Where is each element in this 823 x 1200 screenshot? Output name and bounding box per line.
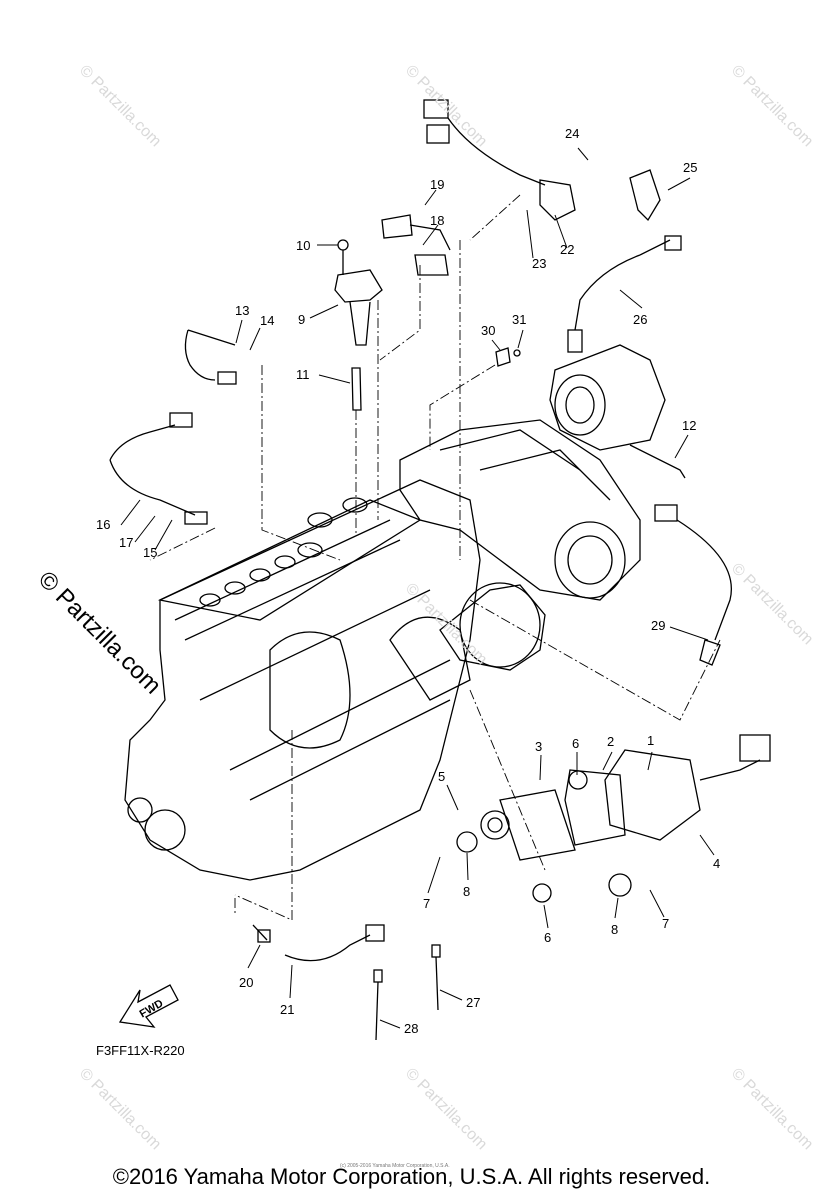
callout-28: 28	[404, 1021, 419, 1036]
callout-18: 18	[430, 213, 445, 228]
diagram-code: F3FF11X-R220	[96, 1043, 185, 1058]
ignition-coil	[334, 269, 383, 303]
fwd-arrow	[118, 984, 179, 1028]
callout-6b: 6	[544, 930, 552, 945]
callout-13: 13	[235, 303, 250, 318]
ecu-bracket	[499, 789, 576, 861]
callout-16: 16	[96, 517, 111, 532]
engine-block	[124, 479, 481, 881]
throttle-body	[549, 344, 666, 451]
callout-29: 29	[651, 618, 666, 633]
callout-4: 4	[713, 856, 721, 871]
spark-plug	[351, 367, 362, 411]
intake-tube	[439, 584, 546, 671]
callout-25: 25	[683, 160, 698, 175]
callout-14: 14	[260, 313, 275, 328]
callout-30: 30	[481, 323, 496, 338]
callout-21: 21	[280, 1002, 295, 1017]
callout-3: 3	[535, 739, 543, 754]
callout-20: 20	[239, 975, 254, 990]
callout-31: 31	[512, 312, 527, 327]
callout-10: 10	[296, 238, 311, 253]
callout-27: 27	[466, 995, 481, 1010]
callout-6: 6	[572, 736, 580, 751]
callout-2: 2	[607, 734, 615, 749]
callout-5: 5	[438, 769, 446, 784]
callout-19: 19	[430, 177, 445, 192]
temp-probe	[629, 444, 686, 479]
callout-26: 26	[633, 312, 648, 327]
callout-17: 17	[119, 535, 134, 550]
ecu-module	[604, 749, 701, 841]
copyright-notice: ©2016 Yamaha Motor Corporation, U.S.A. A…	[112, 1164, 711, 1189]
callout-9: 9	[298, 312, 306, 327]
callout-24: 24	[565, 126, 580, 141]
callout-8b: 8	[611, 922, 619, 937]
callout-12: 12	[682, 418, 697, 433]
tiny-copyright: (c) 2005-2016 Yamaha Motor Corporation, …	[340, 1163, 450, 1169]
callout-23: 23	[532, 256, 547, 271]
callout-22: 22	[560, 242, 575, 257]
callout-15: 15	[143, 545, 158, 560]
callout-7b: 7	[662, 916, 670, 931]
ecu-gasket	[564, 769, 626, 846]
callout-8: 8	[463, 884, 471, 899]
callout-7: 7	[423, 896, 431, 911]
callout-1: 1	[647, 733, 655, 748]
supercharger-housing	[399, 419, 641, 601]
callout-11: 11	[296, 367, 310, 382]
engine-head	[157, 499, 422, 621]
